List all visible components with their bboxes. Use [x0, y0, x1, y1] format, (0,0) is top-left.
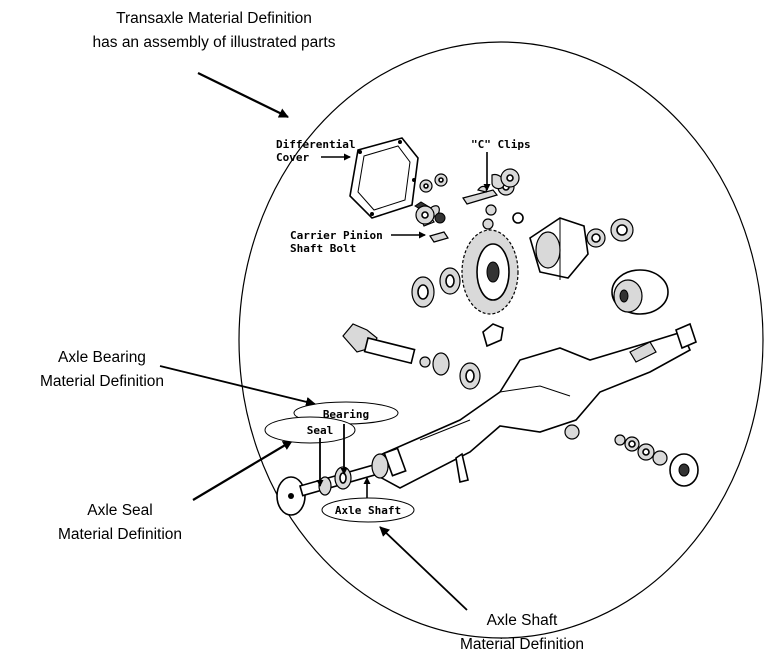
spider-gears-part: [415, 169, 523, 242]
axle-shaft-callout-arrow: [380, 527, 467, 610]
axle-shaft-callout-line1: Axle Shaft: [487, 612, 558, 629]
pinion-gear-part: [343, 324, 480, 389]
carrier-pinion-label-line2: Shaft Bolt: [290, 242, 356, 255]
seal-label: Seal: [307, 424, 334, 437]
side-bearings-part: [412, 268, 460, 307]
differential-case-part: [530, 218, 633, 280]
carrier-pinion-label-line1: Carrier Pinion: [290, 229, 383, 242]
axle-bearing-callout-line2: Material Definition: [40, 373, 164, 390]
transaxle-callout-arrow: [198, 73, 288, 117]
axle-bearing-callout-arrow: [160, 366, 315, 404]
transaxle-callout-line1: Transaxle Material Definition: [116, 10, 312, 27]
exploded-parts-illustration: [277, 138, 698, 515]
differential-cover-part: [350, 138, 418, 218]
differential-cover-label-line2: Cover: [276, 151, 309, 164]
axle-shaft-callout-line2: Material Definition: [460, 636, 584, 653]
c-clips-label: "C" Clips: [471, 138, 531, 151]
axle-bearing-callout-line1: Axle Bearing: [58, 349, 146, 366]
yoke-part: [483, 324, 503, 346]
differential-housing-part: [612, 270, 668, 314]
differential-cover-label-line1: Differential: [276, 138, 355, 151]
axle-housing-part: [378, 324, 696, 488]
ring-gear-part: [462, 230, 518, 314]
axle-shaft-label: Axle Shaft: [335, 504, 401, 517]
axle-seal-callout-line2: Material Definition: [58, 526, 182, 543]
transaxle-callout-line2: has an assembly of illustrated parts: [93, 34, 336, 51]
right-hub-parts: [615, 435, 698, 486]
axle-seal-callout-line1: Axle Seal: [87, 502, 152, 519]
